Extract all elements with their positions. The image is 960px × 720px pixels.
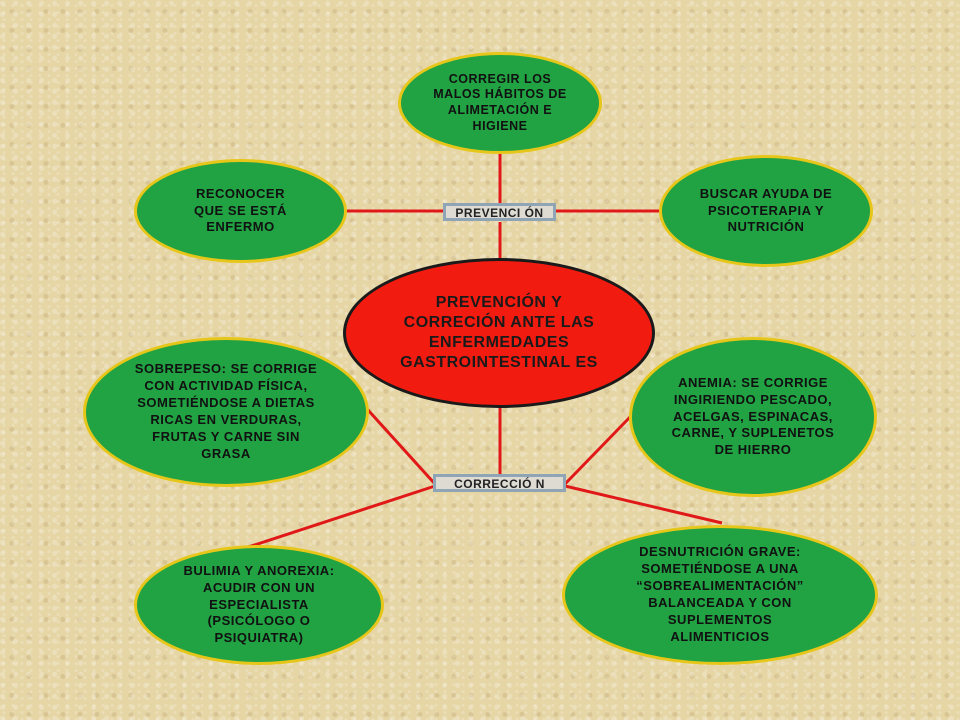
node-bulimia-label: BULIMIA Y ANOREXIA: ACUDIR CON UN ESPECI… [183, 562, 335, 646]
connector-correction-to-anemia [563, 413, 634, 486]
central-topic: PREVENCIÓN Y CORRECIÓN ANTE LAS ENFERMED… [343, 258, 655, 408]
node-reconocer-enfermo-label: RECONOCER QUE SE ESTÁ ENFERMO [194, 185, 287, 235]
node-corregir-habitos: CORREGIR LOS MALOS HÁBITOS DE ALIMETACIÓ… [398, 52, 602, 154]
node-anemia: ANEMIA: SE CORRIGE INGIRIENDO PESCADO, A… [629, 337, 877, 497]
node-buscar-ayuda: BUSCAR AYUDA DE PSICOTERAPIA Y NUTRICIÓN [659, 155, 873, 267]
hub-correction-label: CORRECCIÓ N [454, 477, 545, 491]
connector-correction-to-sobrepeso [366, 408, 437, 486]
node-sobrepeso: SOBREPESO: SE CORRIGE CON ACTIVIDAD FÍSI… [83, 337, 369, 487]
hub-correction: CORRECCIÓ N [433, 474, 566, 492]
connector-correction-to-bulimia [229, 484, 436, 555]
node-buscar-ayuda-label: BUSCAR AYUDA DE PSICOTERAPIA Y NUTRICIÓN [699, 185, 833, 235]
node-corregir-habitos-label: CORREGIR LOS MALOS HÁBITOS DE ALIMETACIÓ… [433, 71, 567, 133]
node-reconocer-enfermo: RECONOCER QUE SE ESTÁ ENFERMO [134, 159, 347, 263]
hub-prevention-label: PREVENCI ÓN [455, 206, 544, 220]
node-desnutricion: DESNUTRICIÓN GRAVE: SOMETIÉNDOSE A UNA “… [562, 525, 878, 665]
node-desnutricion-label: DESNUTRICIÓN GRAVE: SOMETIÉNDOSE A UNA “… [636, 544, 804, 644]
connector-correction-to-desnutricion [564, 484, 723, 525]
hub-prevention: PREVENCI ÓN [443, 203, 556, 221]
node-sobrepeso-label: SOBREPESO: SE CORRIGE CON ACTIVIDAD FÍSI… [134, 361, 318, 461]
node-anemia-label: ANEMIA: SE CORRIGE INGIRIENDO PESCADO, A… [671, 374, 835, 458]
node-bulimia: BULIMIA Y ANOREXIA: ACUDIR CON UN ESPECI… [134, 545, 384, 665]
central-topic-label: PREVENCIÓN Y CORRECIÓN ANTE LAS ENFERMED… [400, 294, 598, 371]
